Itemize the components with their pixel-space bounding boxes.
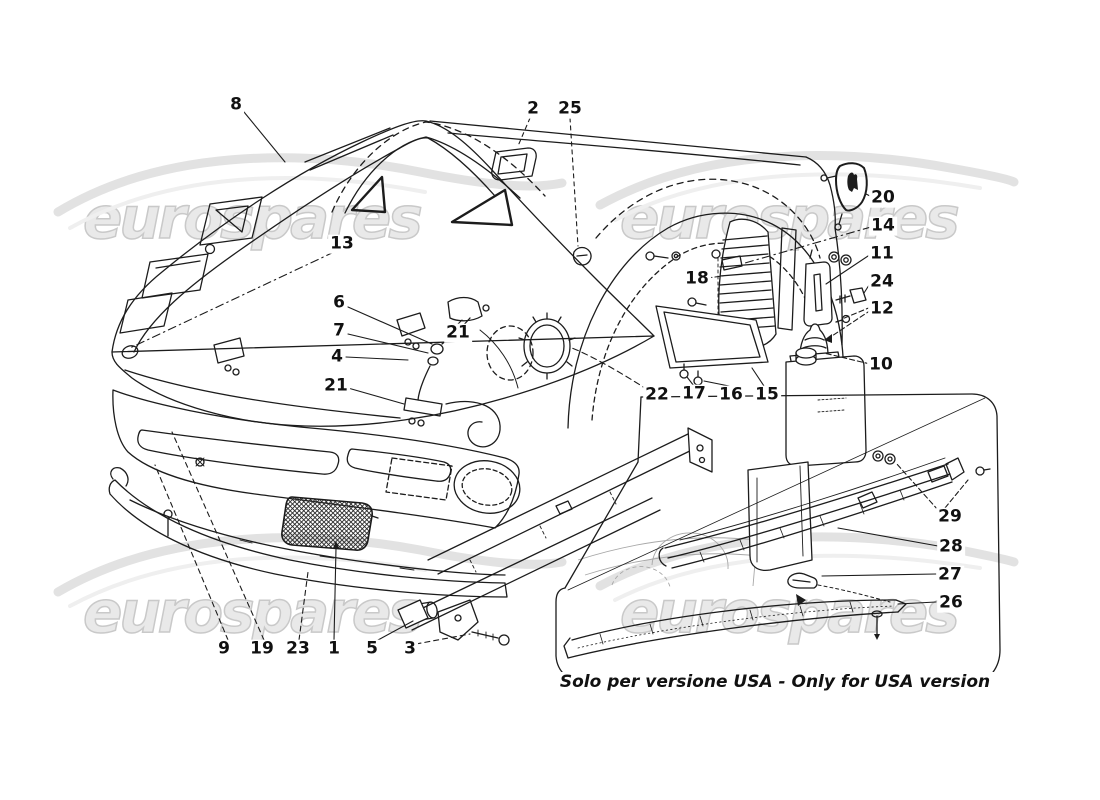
latch-bolt-24: [835, 287, 867, 304]
part-label-11: 11: [868, 243, 896, 264]
fender-beltline: [429, 120, 836, 229]
part-label-13: 13: [328, 233, 356, 254]
hood-panel: [111, 120, 821, 427]
part-label-18: 18: [683, 268, 711, 289]
part-label-16: 16: [717, 384, 745, 405]
part-label-14: 14: [869, 215, 897, 236]
part-label-5: 5: [364, 638, 380, 659]
part-label-21: 21: [322, 375, 350, 396]
part-label-17: 17: [680, 383, 708, 404]
part-label-22: 22: [643, 384, 671, 405]
part-label-7: 7: [331, 320, 347, 341]
part-label-1: 1: [326, 638, 342, 659]
part-label-29: 29: [936, 506, 964, 527]
part-label-8: 8: [228, 94, 244, 115]
part-label-27: 27: [936, 564, 964, 585]
part-label-20: 20: [869, 187, 897, 208]
front-fender-wheel-arch: [567, 212, 845, 429]
part-label-3: 3: [402, 638, 418, 659]
part-label-19: 19: [248, 638, 276, 659]
part-label-23: 23: [284, 638, 312, 659]
watermark-eurospares: eurospares: [619, 577, 960, 647]
part-label-4: 4: [329, 346, 345, 367]
part-label-25: 25: [556, 98, 584, 119]
ferrari-shield-badge: [820, 162, 868, 231]
usa-version-caption: Solo per versione USA - Only for USA ver…: [549, 672, 1001, 692]
part-label-15: 15: [753, 384, 781, 405]
usa-upper-bumper-blade: [658, 450, 991, 569]
part-label-21: 21: [444, 322, 472, 343]
part-label-9: 9: [216, 638, 232, 659]
part-label-6: 6: [331, 292, 347, 313]
headlight-ring: [486, 312, 576, 381]
hood-release-cable: [403, 296, 519, 448]
bumper-mesh-grille: [281, 496, 379, 551]
hood-striker-part2: [491, 147, 537, 181]
hinge-fasteners: [711, 249, 852, 271]
part-label-24: 24: [868, 271, 896, 292]
front-spoiler-lip: [108, 467, 508, 598]
usa-lower-bumper-strip: [563, 572, 907, 659]
chassis-rails: [397, 427, 713, 631]
part-label-28: 28: [937, 536, 965, 557]
part-label-12: 12: [868, 298, 896, 319]
clip-part25: [572, 246, 592, 266]
condenser-panel: [655, 305, 769, 386]
part-label-2: 2: [525, 98, 541, 119]
part-label-26: 26: [937, 592, 965, 613]
part-label-10: 10: [867, 354, 895, 375]
